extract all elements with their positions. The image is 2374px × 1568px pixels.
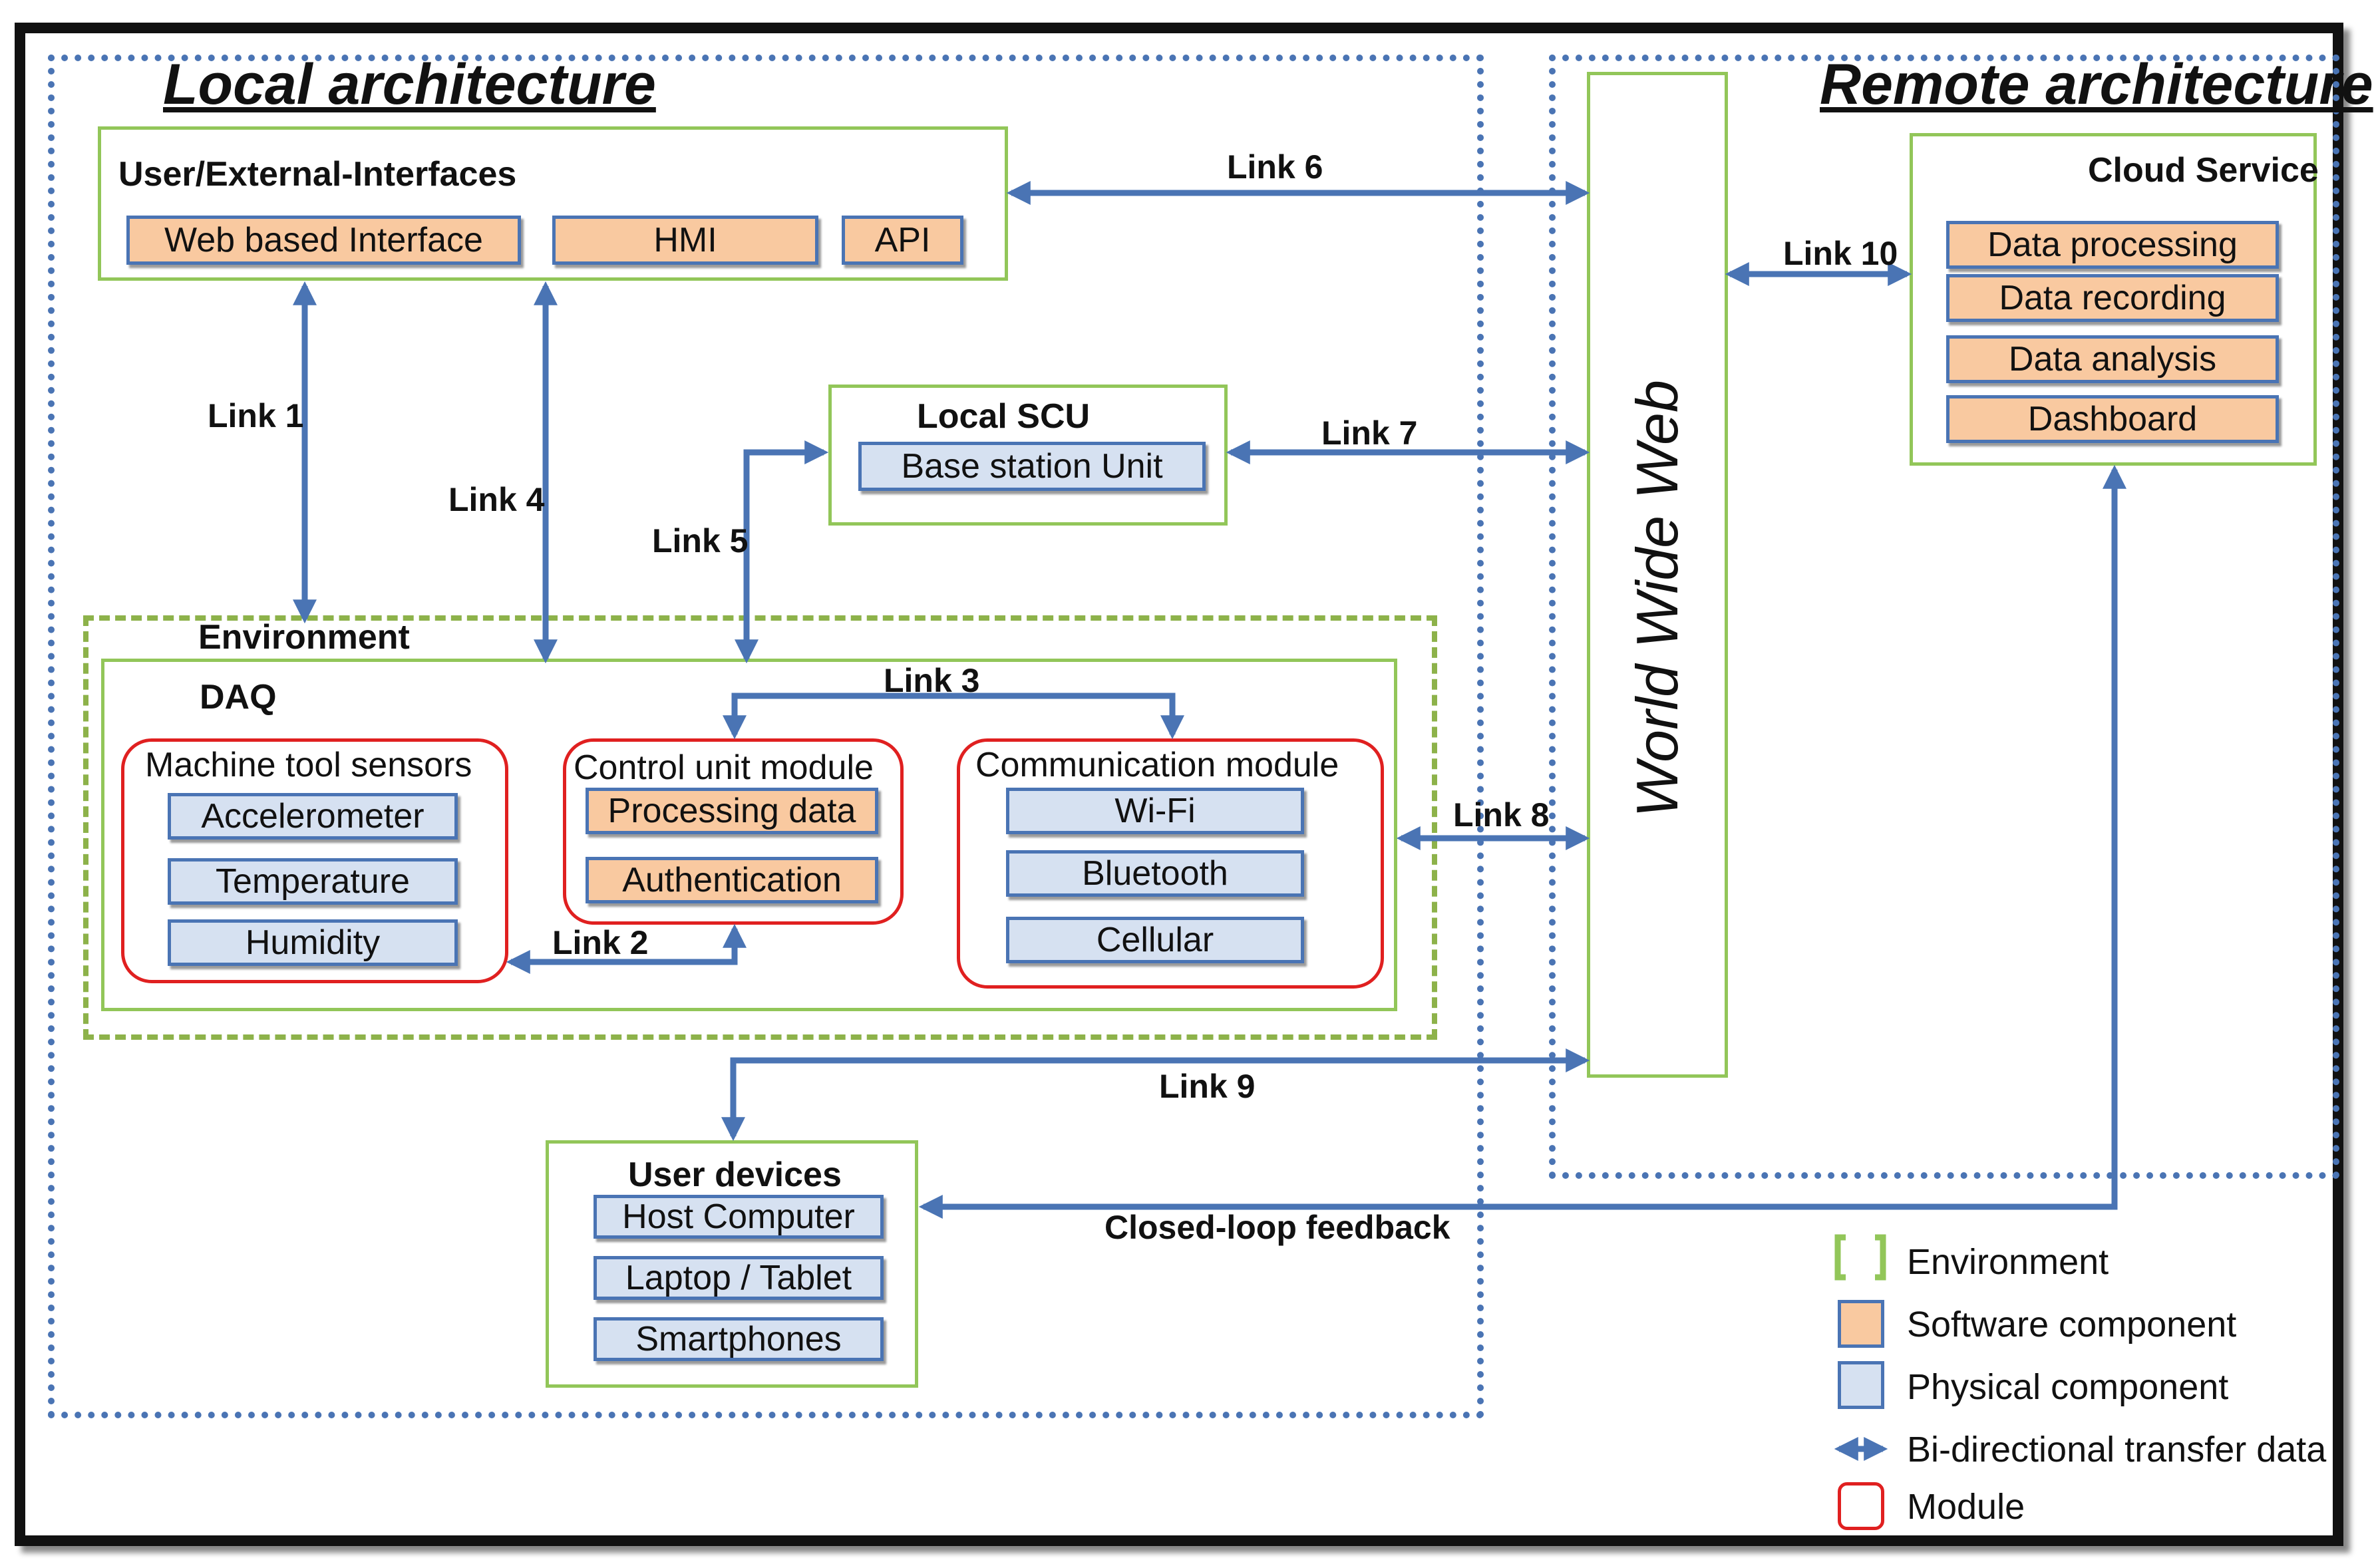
local-architecture-title: Local architecture <box>163 53 656 116</box>
hmi-component: HMI <box>552 216 818 265</box>
link6-label: Link 6 <box>1227 148 1323 186</box>
dashboard: Dashboard <box>1946 395 2279 443</box>
link8-label: Link 8 <box>1453 796 1550 834</box>
web-based-interface: Web based Interface <box>126 216 521 265</box>
user-devices-title: User devices <box>628 1156 842 1194</box>
legend-environment-bracket <box>1834 1234 1886 1281</box>
control-unit-module-title: Control unit module <box>574 748 874 787</box>
data-processing: Data processing <box>1946 221 2279 269</box>
host-computer: Host Computer <box>594 1195 884 1239</box>
user-interfaces-title: User/External-Interfaces <box>118 155 517 194</box>
legend-software-label: Software component <box>1907 1305 2237 1344</box>
processing-data: Processing data <box>586 788 878 834</box>
feedback-arrow <box>918 464 2126 1219</box>
link2-label: Link 2 <box>552 924 649 961</box>
accelerometer: Accelerometer <box>168 793 458 840</box>
link3-arrow <box>723 693 1184 740</box>
legend-physical-label: Physical component <box>1907 1367 2229 1407</box>
machine-tool-sensors-title: Machine tool sensors <box>145 746 472 784</box>
cloud-service-title: Cloud Service <box>2088 151 2319 190</box>
link1-label: Link 1 <box>208 397 304 434</box>
link5-label: Link 5 <box>652 522 749 559</box>
environment-title: Environment <box>198 618 410 657</box>
laptop-tablet: Laptop / Tablet <box>594 1256 884 1300</box>
link5-arrow <box>735 440 829 664</box>
control-unit-module <box>563 738 904 925</box>
daq-title: DAQ <box>200 678 277 716</box>
legend-environment-label: Environment <box>1907 1242 2109 1282</box>
humidity-sensor: Humidity <box>168 919 458 966</box>
remote-architecture-title: Remote architecture <box>1820 53 2373 116</box>
machine-tool-sensors-module <box>121 738 508 983</box>
closed-loop-feedback-label: Closed-loop feedback <box>1104 1209 1450 1246</box>
link3-label: Link 3 <box>884 662 980 699</box>
authentication: Authentication <box>586 857 878 903</box>
legend-module-swatch <box>1838 1482 1884 1530</box>
data-analysis: Data analysis <box>1946 335 2279 383</box>
local-scu-title: Local SCU <box>917 397 1091 436</box>
link10-label: Link 10 <box>1783 235 1898 272</box>
link7-label: Link 7 <box>1321 414 1418 452</box>
legend-bidirectional-label: Bi-directional transfer data <box>1907 1430 2327 1470</box>
link2-arrow <box>506 923 747 974</box>
legend-software-swatch <box>1838 1300 1884 1348</box>
link4-label: Link 4 <box>448 481 545 518</box>
api-component: API <box>842 216 963 265</box>
link9-label: Link 9 <box>1159 1068 1256 1105</box>
temperature-sensor: Temperature <box>168 858 458 905</box>
data-recording: Data recording <box>1946 274 2279 322</box>
legend-module-label: Module <box>1907 1487 2025 1527</box>
smartphones: Smartphones <box>594 1317 884 1361</box>
legend-physical-swatch <box>1838 1361 1884 1409</box>
